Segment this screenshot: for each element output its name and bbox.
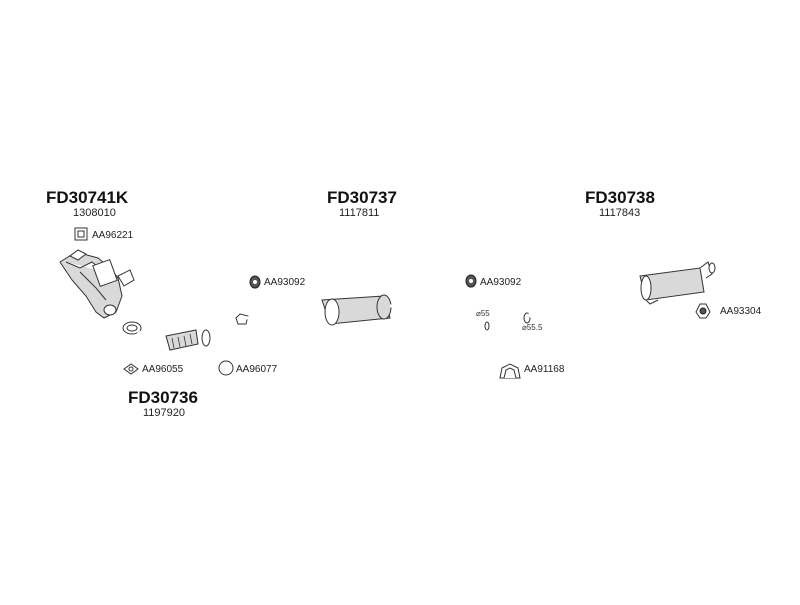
middle-silencer-drawing — [235, 294, 490, 331]
part-code-catalyst: FD30741K — [46, 188, 129, 207]
acc-label-clamp-middle: AA91168 — [524, 364, 565, 375]
gasket-front-icon — [123, 363, 139, 375]
hanger-left-icon — [249, 275, 261, 289]
part-code-front-pipe: FD30736 — [128, 388, 198, 407]
acc-label-gasket-front: AA96055 — [142, 364, 184, 375]
acc-label-hanger-middle-right: AA93092 — [480, 277, 522, 288]
hanger-right-icon — [465, 274, 477, 288]
acc-label-hanger-rear: AA93304 — [720, 306, 762, 317]
hanger-rear-icon — [695, 303, 711, 319]
acc-label-ring-front: AA96077 — [236, 364, 278, 375]
dim-label-rear-inlet: ⌀55.5 — [522, 323, 543, 332]
part-oem-front-pipe: 1197920 — [143, 407, 186, 419]
part-code-rear-silencer: FD30738 — [585, 188, 655, 207]
part-oem-middle-silencer: 1117811 — [339, 207, 380, 219]
part-oem-catalyst: 1308010 — [73, 207, 116, 219]
clamp-icon — [499, 363, 521, 379]
dim-label-middle-outlet: ⌀55 — [476, 309, 490, 318]
ring-front-icon — [218, 360, 234, 376]
catalytic-converter-drawing — [59, 249, 135, 319]
part-oem-rear-silencer: 1117843 — [599, 207, 641, 219]
rear-silencer-drawing — [523, 261, 716, 324]
gasket-icon — [74, 227, 88, 241]
acc-label-gasket-catalyst: AA96221 — [92, 230, 134, 241]
part-code-middle-silencer: FD30737 — [327, 188, 397, 207]
front-pipe-drawing — [122, 321, 211, 351]
acc-label-hanger-middle-left: AA93092 — [264, 277, 306, 288]
